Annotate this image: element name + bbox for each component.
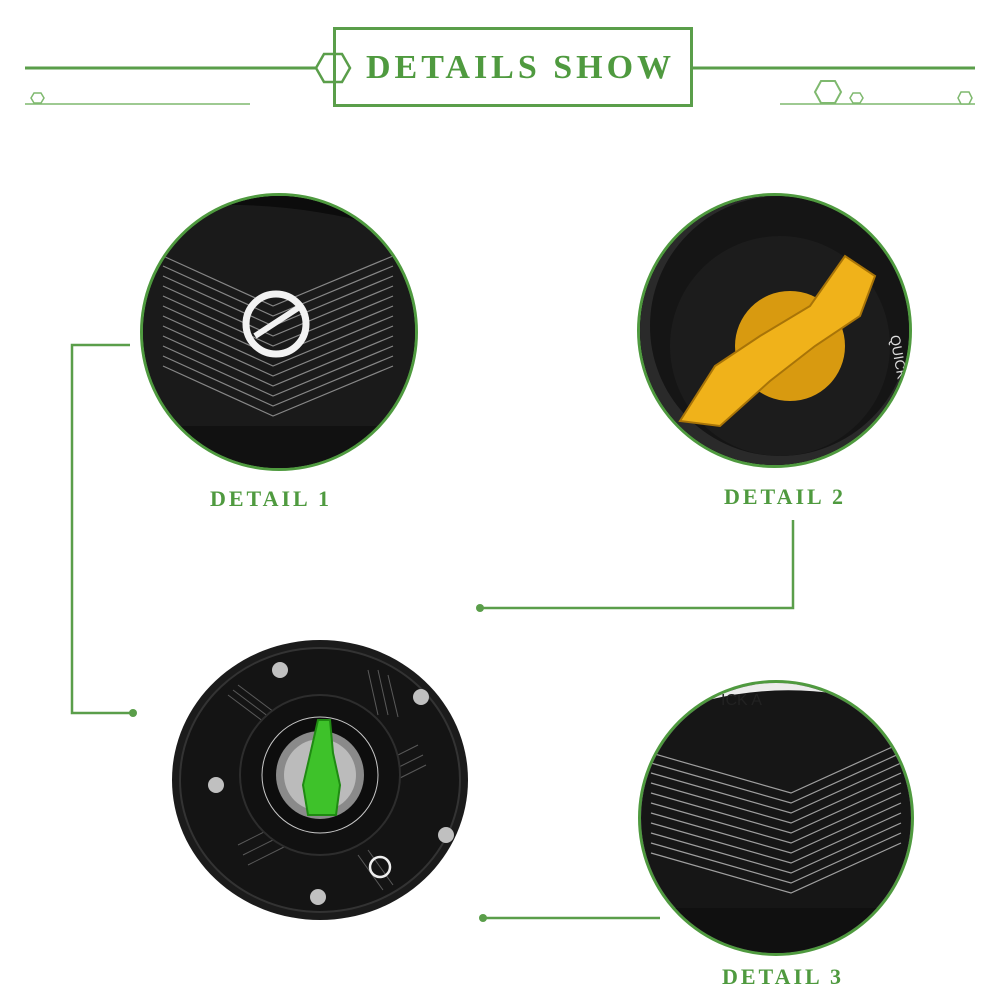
page-title: DETAILS SHOW <box>366 49 676 86</box>
detail-1-label: DETAIL 1 <box>210 486 333 511</box>
key-handle <box>301 719 342 816</box>
detail-3-label: DETAIL 3 <box>722 964 845 989</box>
connector-detail-1 <box>70 343 133 715</box>
unlock-icon <box>368 855 392 879</box>
connector-dot <box>129 709 137 717</box>
connector-detail-2 <box>480 520 795 610</box>
fuel-cap-main-image <box>168 635 473 925</box>
hexagon-icon <box>30 92 45 104</box>
title-frame <box>333 27 693 107</box>
detail-1-image <box>140 193 418 471</box>
hexagon-icon <box>813 80 843 104</box>
ring-text: ICK A <box>721 692 762 709</box>
hexagon-icon <box>849 92 864 104</box>
detail-2-image: QUICK ACTION SYSTEM <box>637 193 912 468</box>
detail-2-label: DETAIL 2 <box>724 484 847 509</box>
detail-3-image: ICK A <box>638 680 914 956</box>
key-handle <box>678 254 877 428</box>
connector-dot <box>476 604 484 612</box>
unlock-icon <box>242 290 310 358</box>
connector-dot <box>479 914 487 922</box>
header-decoration <box>25 52 975 105</box>
hexagon-icon <box>957 91 973 105</box>
